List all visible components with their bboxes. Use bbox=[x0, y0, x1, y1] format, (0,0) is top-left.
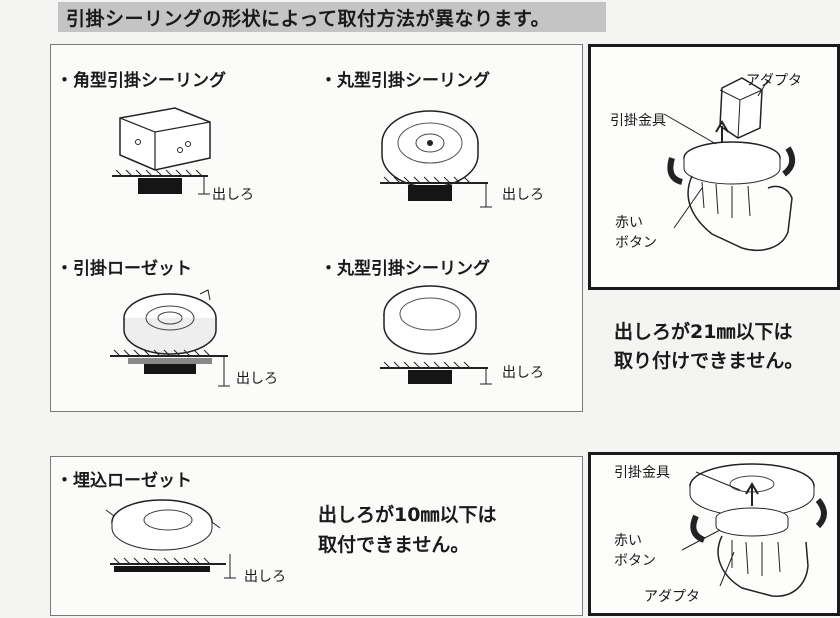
measure-label-round-2: 出しろ bbox=[502, 365, 544, 381]
red-button-label-bottom-1: 赤い bbox=[614, 533, 642, 549]
embedded-rosette-label: ・埋込ローゼット bbox=[56, 471, 192, 491]
bottom-note: 出しろが10㎜以下は 取付できません。 bbox=[318, 500, 496, 560]
fitting-label-bottom: 引掛金具 bbox=[614, 465, 670, 481]
adapter-label-bottom: アダプタ bbox=[644, 589, 700, 605]
top-hand-illustration bbox=[663, 77, 796, 252]
square-ceiling-label: ・角型引掛シーリング bbox=[56, 71, 226, 91]
page-title: 引掛シーリングの形状によって取付方法が異なります。 bbox=[66, 8, 551, 30]
measure-label-rosette: 出しろ bbox=[236, 371, 278, 387]
header-band: 引掛シーリングの形状によって取付方法が異なります。 bbox=[58, 2, 606, 32]
bottom-note-line2: 取付できません。 bbox=[318, 534, 470, 556]
round-ceiling-label-2: ・丸型引掛シーリング bbox=[320, 259, 490, 279]
fitting-label-top: 引掛金具 bbox=[610, 113, 666, 129]
top-note: 出しろが21㎜以下は 取り付けできません。 bbox=[614, 318, 803, 376]
hook-rosette-illustration bbox=[110, 289, 230, 387]
round-ceiling-label-1: ・丸型引掛シーリング bbox=[320, 71, 490, 91]
round-ceiling-illustration-1 bbox=[380, 110, 492, 208]
red-button-label-top-2: ボタン bbox=[615, 235, 657, 251]
top-note-line1: 出しろが21㎜以下は bbox=[614, 321, 793, 343]
bottom-note-line1: 出しろが10㎜以下は bbox=[318, 504, 497, 526]
measure-label-embedded: 出しろ bbox=[244, 569, 286, 585]
embedded-rosette-illustration bbox=[105, 499, 236, 579]
adapter-label-top: アダプタ bbox=[746, 73, 802, 89]
red-button-label-bottom-2: ボタン bbox=[614, 553, 656, 569]
square-ceiling-illustration bbox=[112, 107, 211, 195]
measure-label-square: 出しろ bbox=[212, 187, 254, 203]
top-note-line2: 取り付けできません。 bbox=[614, 350, 804, 372]
red-button-label-top-1: 赤い bbox=[615, 215, 643, 231]
measure-label-round-1: 出しろ bbox=[502, 187, 544, 203]
top-ceiling-types-panel bbox=[50, 44, 583, 412]
bottom-hand-illustration bbox=[681, 463, 827, 597]
hook-rosette-label: ・引掛ローゼット bbox=[56, 259, 192, 279]
round-ceiling-illustration-2 bbox=[380, 285, 492, 385]
